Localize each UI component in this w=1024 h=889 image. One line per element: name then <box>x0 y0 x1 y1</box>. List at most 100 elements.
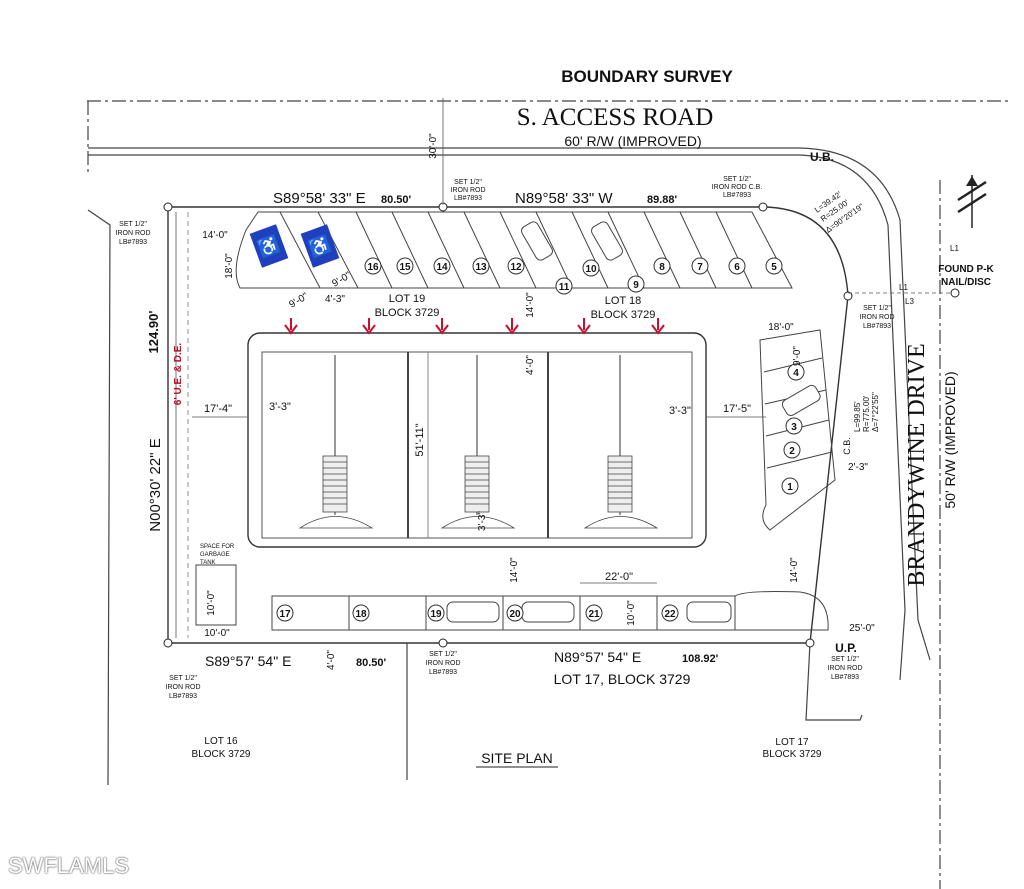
lot17-corner-line1: LOT 17 <box>775 737 809 748</box>
stall-number-top-5: 5 <box>771 262 777 273</box>
svg-text:FOUND P-K: FOUND P-K <box>938 264 994 275</box>
bottom-parking-outline <box>271 591 829 631</box>
stall-circle-top-5 <box>765 257 783 275</box>
stall-circle-bottom-20 <box>506 604 524 622</box>
label-found-pk: FOUND P-K NAIL/DISC <box>938 264 994 288</box>
found-pk-nail <box>950 288 960 298</box>
svg-text:IRON ROD: IRON ROD <box>451 187 486 194</box>
dim-30: 30'-0" <box>428 133 439 159</box>
stall-circle-top-15 <box>396 257 414 275</box>
iron-rod-south-mid <box>438 638 448 648</box>
svg-text:IRON ROD: IRON ROD <box>828 665 863 672</box>
east-road-name: BRANDYWINE DRIVE <box>904 343 930 586</box>
mls-watermark: SWFLAMLS <box>8 853 130 878</box>
up-label: U.P. <box>835 641 857 655</box>
stall-number-east-1: 1 <box>787 482 793 493</box>
svg-text:Δ=7°22'55": Δ=7°22'55" <box>871 392 880 432</box>
stall-number-bottom-18: 18 <box>355 609 367 620</box>
svg-text:LB#7893: LB#7893 <box>831 674 859 681</box>
dim-33b: 3'-3" <box>669 405 691 417</box>
building-footprint <box>247 332 707 548</box>
stall-number-bottom-17: 17 <box>279 609 291 620</box>
stall-circle-east-4 <box>787 363 805 381</box>
label-iron-rod-a: SET 1/2" IRON ROD LB#7893 <box>116 221 151 246</box>
stall-circle-east-2 <box>783 441 801 459</box>
car-bottom-2 <box>521 601 575 623</box>
north-arrow-icon <box>957 175 987 228</box>
dim-43: 4'-3" <box>325 294 345 305</box>
svg-text:LB#7893: LB#7893 <box>119 239 147 246</box>
stall-number-bottom-21: 21 <box>588 609 600 620</box>
stall-circle-top-8 <box>653 257 671 275</box>
garbage-tank-pad <box>195 564 237 626</box>
stall-circle-top-10 <box>582 259 600 277</box>
stall-circle-top-14 <box>433 257 451 275</box>
curve-data-east: L=99.85' R=775.00' Δ=7°22'55" <box>853 392 880 432</box>
svg-text:SET 1/2": SET 1/2" <box>831 656 859 663</box>
lot17-south: LOT 17, BLOCK 3729 <box>554 671 691 687</box>
dim-9c: 9'-0" <box>792 346 803 366</box>
svg-text:SET 1/2": SET 1/2" <box>723 176 751 183</box>
dist-north-left: 80.50' <box>381 194 412 206</box>
iron-rod-sw <box>163 638 173 648</box>
east-parking-outline <box>759 329 836 531</box>
offsite-line-east <box>805 642 863 721</box>
road-corner-curve-2 <box>799 154 906 681</box>
stall-number-top-10: 10 <box>585 264 597 275</box>
car-east <box>781 384 821 416</box>
stair-2 <box>440 455 516 529</box>
iron-rod-east <box>843 291 853 301</box>
dim-4b: 4'-0" <box>326 650 337 670</box>
label-iron-rod-c: SET 1/2" IRON ROD LB#7893 <box>860 305 895 330</box>
dim-25: 25'-0" <box>849 623 875 634</box>
svg-text:LB#7893: LB#7893 <box>723 192 751 199</box>
stall-number-top-6: 6 <box>734 262 740 273</box>
entry-arrows <box>284 318 665 335</box>
dist-west: 124.90' <box>146 311 161 354</box>
dim-14a: 14'-0" <box>202 230 228 241</box>
stair-1 <box>298 455 374 529</box>
stall-number-top-12: 12 <box>510 262 522 273</box>
car-top-1 <box>521 221 553 261</box>
svg-text:SET 1/2": SET 1/2" <box>454 179 482 186</box>
survey-title: BOUNDARY SURVEY <box>561 67 733 86</box>
label-iron-rod-d: SET 1/2" IRON ROD LB#7893 <box>166 675 201 700</box>
dim-23: 2'-3" <box>848 462 868 473</box>
bearing-south-left: S89°57' 54" E <box>205 653 291 669</box>
iron-rod-se <box>805 638 815 648</box>
stall-number-top-9: 9 <box>633 280 639 291</box>
dim-cb: C.B. <box>842 437 852 455</box>
lot19-line1: LOT 19 <box>389 293 426 305</box>
bottom-stall-lines <box>271 596 736 630</box>
top-stall-lines <box>279 211 753 289</box>
dim-33a: 3'-3" <box>269 401 291 413</box>
stall-number-top-11: 11 <box>559 282 570 293</box>
svg-text:SPACE FOR: SPACE FOR <box>200 544 235 550</box>
svg-text:LB#7893: LB#7893 <box>429 669 457 676</box>
stall-number-east-4: 4 <box>793 368 799 379</box>
stall-circle-bottom-18 <box>352 604 370 622</box>
svg-text:IRON ROD: IRON ROD <box>426 660 461 667</box>
svg-text:SET 1/2": SET 1/2" <box>863 305 891 312</box>
iron-rod-nw <box>163 202 173 212</box>
bearing-north-left: S89°58' 33" E <box>273 190 366 207</box>
stall-number-top-7: 7 <box>697 262 703 273</box>
dim-14b: 14'-0" <box>525 292 536 318</box>
building-inner <box>261 351 693 539</box>
svg-text:TANK: TANK <box>200 560 216 566</box>
lot18-line1: LOT 18 <box>605 295 642 307</box>
dim-18a: 18'-0" <box>224 253 235 279</box>
dim-17-4: 17'-4" <box>204 403 232 415</box>
bearing-south-right: N89°57' 54" E <box>554 649 641 665</box>
bearing-west: N00°30' 22" E <box>147 438 164 531</box>
dim-22: 22'-0" <box>605 571 633 583</box>
svg-text:SET 1/2": SET 1/2" <box>169 675 197 682</box>
stall-number-top-14: 14 <box>436 262 448 273</box>
stall-circle-bottom-21 <box>585 604 603 622</box>
site-plan-label: SITE PLAN <box>481 750 553 766</box>
svg-text:IRON ROD C.B.: IRON ROD C.B. <box>712 184 763 191</box>
iron-rod-ne <box>758 202 768 212</box>
dim-14d: 14'-0" <box>789 557 800 583</box>
stall-number-bottom-20: 20 <box>509 609 521 620</box>
lot18-line2: BLOCK 3729 <box>591 309 656 321</box>
